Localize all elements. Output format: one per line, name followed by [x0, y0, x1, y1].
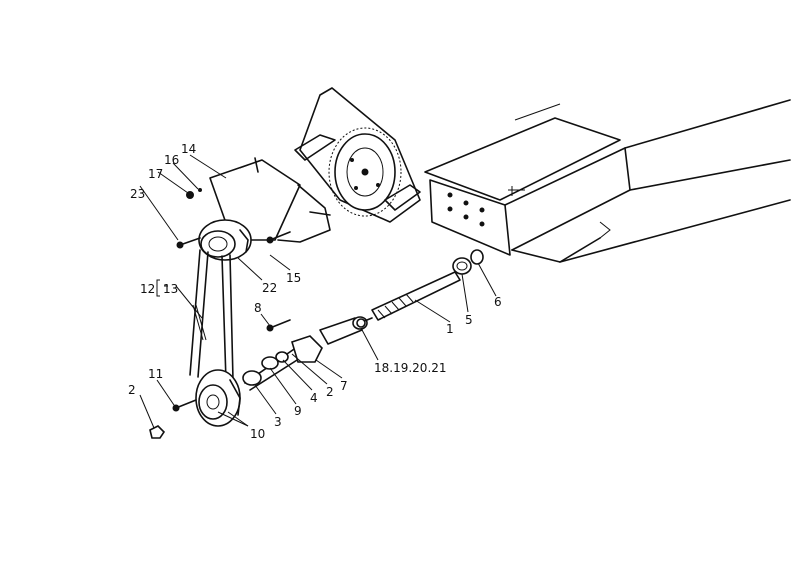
callout-9: 9: [294, 404, 302, 418]
callout-7: 7: [340, 379, 348, 393]
shaft-assembly: [242, 249, 484, 391]
callout-23: 23: [130, 187, 145, 201]
callout-2-right: 2: [326, 385, 334, 399]
callout-10: 10: [250, 427, 265, 441]
callout-18-19-20-21: 18.19.20.21: [374, 361, 447, 375]
lower-pulley: [195, 369, 241, 427]
fasteners: [149, 188, 291, 439]
callout-12: 12: [140, 282, 155, 296]
callout-15: 15: [286, 271, 301, 285]
part-2-nut: [149, 425, 166, 439]
callout-1: 1: [446, 322, 454, 336]
frame-beam: [424, 99, 791, 263]
part-18-21-washer: [356, 318, 366, 328]
callout-16: 16: [164, 153, 179, 167]
callout-8: 8: [254, 301, 262, 315]
part-1-shaft: [371, 271, 461, 321]
part-9-washer: [261, 356, 279, 370]
callout-22: 22: [262, 281, 277, 295]
part-5-nut: [452, 257, 472, 275]
part-3-hub: [242, 370, 262, 386]
leader-lines: [139, 154, 497, 429]
callout-11: 11: [148, 367, 163, 381]
part-4-washer: [275, 351, 289, 363]
callout-5: 5: [465, 313, 473, 327]
callout-14: 14: [181, 142, 196, 156]
callout-3: 3: [274, 415, 282, 429]
callout-13: 13: [163, 282, 178, 296]
callout-2-left: 2: [128, 383, 136, 397]
callouts: 1 2 2 3 4 5 6 7 8 9 10 11 12 13 14 15 16…: [128, 142, 502, 441]
upper-pulley: [198, 219, 252, 261]
sprocket-plate: [294, 87, 421, 223]
v-belt: [189, 249, 234, 382]
callout-4: 4: [310, 391, 318, 405]
callout-6: 6: [494, 295, 502, 309]
callout-17: 17: [148, 167, 163, 181]
part-6-washer: [470, 249, 484, 265]
